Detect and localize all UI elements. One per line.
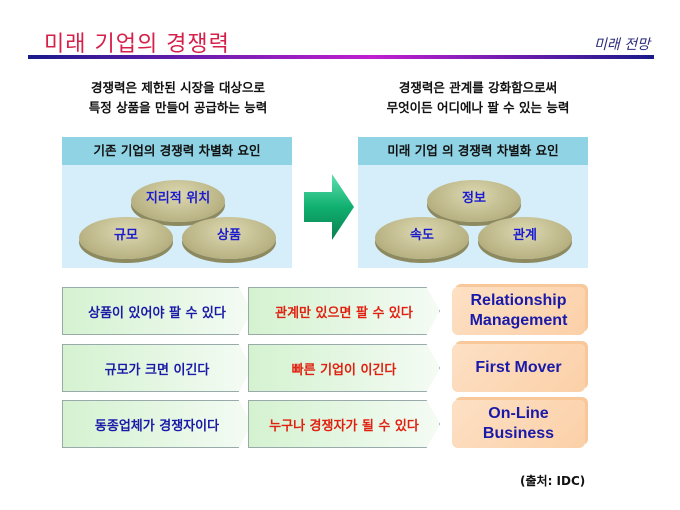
factor-pill: 속도 xyxy=(375,217,469,259)
keyword-line: Business xyxy=(482,425,555,442)
left-lead-line2: 특정 상품을 만들어 공급하는 능력 xyxy=(88,100,268,115)
source-note: (출처: IDC) xyxy=(520,474,586,488)
right-lead-line1: 경쟁력은 관계를 강화함으로써 xyxy=(398,80,558,95)
left-lead: 경쟁력은 제한된 시장을 대상으로 특정 상품을 만들어 공급하는 능력 xyxy=(28,78,328,118)
keyword-line: First Mover xyxy=(475,359,562,376)
factor-pill: 상품 xyxy=(182,217,276,259)
keyword-box: First Mover xyxy=(452,344,585,392)
old-rule: 상품이 있어야 팔 수 있다 xyxy=(62,287,252,335)
factor-pill: 정보 xyxy=(427,180,521,222)
slide-title: 미래 기업의 경쟁력 xyxy=(44,32,230,57)
old-rule: 동종업체가 경쟁자이다 xyxy=(62,400,252,448)
right-lead: 경쟁력은 관계를 강화함으로써 무엇이든 어디에나 팔 수 있는 능력 xyxy=(328,78,628,118)
arrow-right-icon xyxy=(304,174,354,240)
left-lead-line1: 경쟁력은 제한된 시장을 대상으로 xyxy=(90,80,266,95)
factor-pill: 지리적 위치 xyxy=(131,180,225,222)
slide-subtitle: 미래 전망 xyxy=(594,37,650,53)
factor-pill: 규모 xyxy=(79,217,173,259)
new-rule: 관계만 있으면 팔 수 있다 xyxy=(248,287,440,335)
factor-pill: 관계 xyxy=(478,217,572,259)
new-rule: 누구나 경쟁자가 될 수 있다 xyxy=(248,400,440,448)
panel-title: 미래 기업 의 경쟁력 차별화 요인 xyxy=(358,137,588,165)
keyword-line: On-Line xyxy=(488,405,549,422)
panel-title: 기존 기업의 경쟁력 차별화 요인 xyxy=(62,137,292,165)
keyword-line: Management xyxy=(469,312,568,329)
current-factors-panel: 기존 기업의 경쟁력 차별화 요인 지리적 위치 규모 상품 xyxy=(62,137,292,268)
new-rule: 빠른 기업이 이긴다 xyxy=(248,344,440,392)
right-lead-line2: 무엇이든 어디에나 팔 수 있는 능력 xyxy=(386,100,570,115)
keyword-line: Relationship xyxy=(470,292,567,309)
old-rule: 규모가 크면 이긴다 xyxy=(62,344,252,392)
title-divider xyxy=(28,55,654,59)
future-factors-panel: 미래 기업 의 경쟁력 차별화 요인 정보 속도 관계 xyxy=(358,137,588,268)
